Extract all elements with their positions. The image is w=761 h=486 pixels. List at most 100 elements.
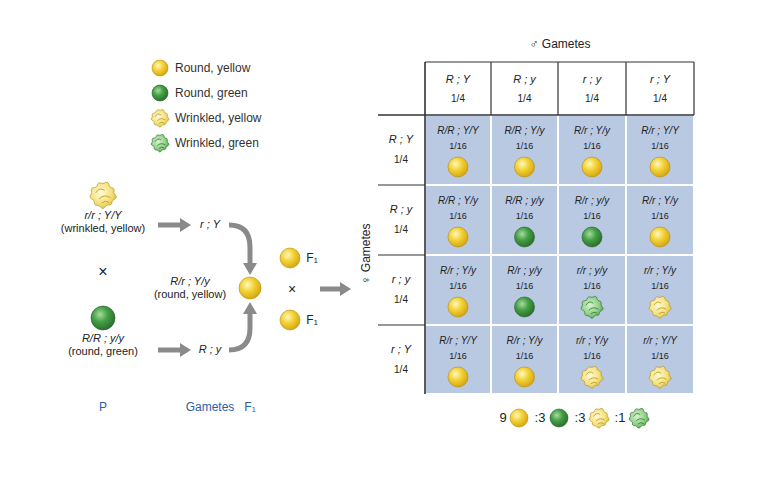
- pea-body: [515, 157, 535, 177]
- pea-body: [152, 85, 168, 101]
- grid-line: [693, 62, 694, 115]
- pea-body: [448, 157, 468, 177]
- probability: 1/16: [516, 281, 534, 292]
- pea-body: [151, 135, 169, 152]
- pea-symbol: [650, 227, 670, 247]
- pea-body: [91, 306, 115, 330]
- punnett-cell: [426, 116, 490, 184]
- gamete-genotype: R ; y: [199, 343, 222, 356]
- gamete-genotype: r ; Y: [200, 218, 220, 231]
- grid-line: [378, 254, 425, 255]
- punnett-cell: [492, 186, 557, 254]
- axis-title: ♂ Gametes: [529, 37, 590, 51]
- process-arrows: [158, 218, 351, 357]
- probability: 1/16: [449, 211, 467, 222]
- gamete-header: R ; y: [390, 203, 413, 216]
- arrow-head: [180, 218, 191, 232]
- ratio-number: :1: [615, 410, 626, 426]
- punnett-cell: [627, 116, 693, 184]
- pea-body: [581, 296, 603, 318]
- pea-symbol: [448, 297, 468, 317]
- genotype: r/r ; Y/Y: [84, 209, 121, 222]
- punnett-cell: [627, 186, 693, 254]
- pea-body: [448, 297, 468, 317]
- cell-genotype: R/R ; Y/Y: [437, 125, 479, 137]
- grid-line: [378, 184, 425, 185]
- pea-symbol: [581, 366, 603, 388]
- legend-text: Round, yellow: [175, 61, 250, 75]
- gamete-header: R ; Y: [446, 73, 470, 86]
- pea-body: [280, 310, 300, 330]
- grid-line: [490, 62, 491, 115]
- arrow-shaft: [158, 348, 181, 353]
- cell-genotype: R/r ; Y/y: [574, 125, 610, 137]
- pea-body: [550, 409, 568, 427]
- gamete-header: r ; y: [392, 273, 410, 286]
- pea-symbol: [649, 296, 671, 318]
- legend-text: Wrinkled, green: [175, 136, 259, 150]
- grid-line: [557, 62, 558, 115]
- probability: 1/16: [651, 351, 669, 362]
- pea-wrinkle: [586, 302, 598, 314]
- cross-sign: ×: [98, 262, 107, 281]
- pea-body: [629, 408, 649, 428]
- probability: 1/16: [516, 351, 534, 362]
- gamete-header: r ; Y: [650, 73, 670, 86]
- arrow-shaft: [320, 287, 341, 292]
- pea-wrinkle: [155, 139, 165, 148]
- legend-text: Round, green: [175, 86, 248, 100]
- probability: 1/16: [651, 211, 669, 222]
- pea-body: [582, 227, 602, 247]
- probability: 1/16: [449, 281, 467, 292]
- punnett-cell: [559, 326, 625, 393]
- probability: 1/16: [449, 141, 467, 152]
- pea-body: [151, 110, 169, 127]
- cell-genotype: r/r ; Y/Y: [643, 335, 677, 347]
- pea-symbol: [448, 157, 468, 177]
- stage-label: F₁: [244, 400, 255, 414]
- punnett-cell: [559, 186, 625, 254]
- punnett-cell: [492, 326, 557, 393]
- cell-genotype: R/r ; y/y: [507, 265, 541, 277]
- ratio-number: :3: [535, 410, 546, 426]
- probability: 1/16: [583, 211, 601, 222]
- pea-wrinkle: [155, 114, 165, 123]
- pea-body: [649, 366, 671, 388]
- stage-label: P: [99, 400, 107, 414]
- pea-body: [510, 409, 528, 427]
- gamete-header: R ; y: [513, 73, 536, 86]
- probability: 1/16: [516, 141, 534, 152]
- cell-genotype: r/r ; y/y: [577, 265, 608, 277]
- pea-symbol: [515, 227, 535, 247]
- cell-genotype: R/r ; Y/y: [642, 195, 678, 207]
- probability: 1/16: [449, 351, 467, 362]
- pea-body: [515, 227, 535, 247]
- probability: 1/4: [518, 93, 532, 105]
- pea-body: [448, 227, 468, 247]
- legend-text: Wrinkled, yellow: [175, 111, 261, 125]
- cross-sign: ×: [288, 281, 296, 298]
- punnett-cell: [426, 326, 490, 393]
- arrow-head: [243, 302, 257, 314]
- pea-symbol: [582, 157, 602, 177]
- probability: 1/4: [394, 364, 408, 376]
- phenotype: (round, green): [68, 345, 138, 358]
- pea-symbol: [448, 227, 468, 247]
- generation-label: F₁: [306, 251, 317, 265]
- pea-body: [649, 296, 671, 318]
- pea-wrinkle: [634, 413, 645, 423]
- pea-body: [650, 157, 670, 177]
- pea-wrinkle: [96, 189, 110, 203]
- punnett-cell: [492, 116, 557, 184]
- probability: 1/16: [651, 141, 669, 152]
- cell-genotype: r/r ; Y/y: [644, 265, 676, 277]
- grid-line: [424, 62, 426, 394]
- cell-genotype: R/r ; Y/y: [440, 265, 476, 277]
- arrow-shaft: [229, 313, 250, 350]
- stage-label: Gametes: [186, 400, 235, 414]
- pea-symbol: [239, 277, 261, 299]
- probability: 1/16: [651, 281, 669, 292]
- pea-symbol: [515, 297, 535, 317]
- pea-wrinkle: [594, 413, 605, 423]
